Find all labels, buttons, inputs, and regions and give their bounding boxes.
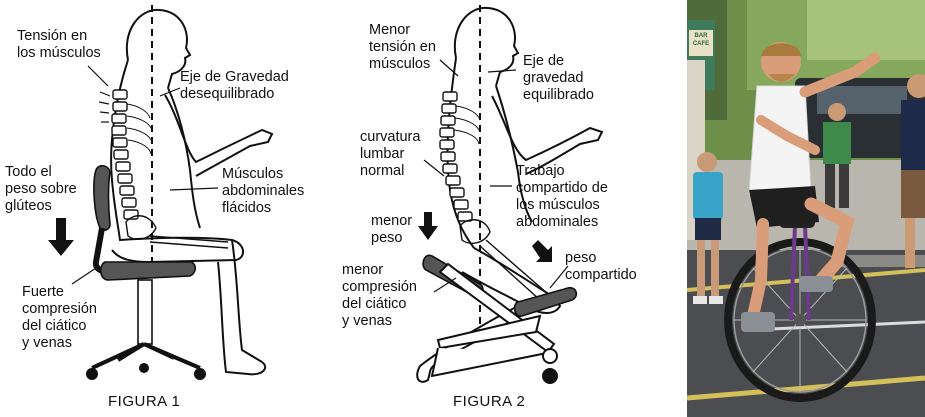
label-shared-weight: peso compartido [565,250,637,284]
label-flaccid-abdominals: Músculos abdominales flácidos [222,166,304,217]
rib-lines [127,104,152,154]
rib-lines [454,106,480,144]
label-gravity-axis-balanced: Eje de gravedad equilibrado [523,53,594,104]
cafe-sign-text: BAR CAFE [690,32,712,48]
spine-drawing [112,90,138,219]
chair-seat [101,262,196,280]
label-shared-abdominal-work: Trabajo compartido de los músculos abdom… [516,163,608,231]
figure-2-caption: FIGURA 2 [453,393,525,410]
unicyclist-photo-drawing [687,0,925,417]
head-outline [455,8,518,86]
spine-drawing [440,92,472,221]
label-less-muscle-tension: Menor tensión en músculos [369,22,436,73]
arm-outline [165,95,272,176]
chair-wheels [86,363,206,380]
less-weight-arrow [418,212,438,240]
pelvis-drawing [126,216,228,248]
chair-column [138,280,152,344]
label-strong-compression: Fuerte compresión del ciático y venas [22,284,97,352]
weight-arrow [48,218,74,256]
label-less-compression: menor compresión del ciático y venas [342,262,417,330]
label-less-weight: menor peso [371,213,412,247]
shared-weight-arrow [532,240,552,262]
figure-2-panel: Menor tensión en músculos Eje de graveda… [340,0,685,417]
figure-1-panel: Tensión en los músculos Eje de Gravedad … [0,0,340,417]
label-normal-lumbar-curve: curvatura lumbar normal [360,129,420,180]
figure-1-caption: FIGURA 1 [108,393,180,410]
kneeling-chair-wheels [542,349,558,384]
chair-backrest [94,166,110,230]
unicyclist-photo: BAR CAFE [687,0,925,417]
label-gravity-axis-unbalanced: Eje de Gravedad desequilibrado [180,69,289,103]
tension-hatch-marks [99,92,110,122]
label-muscle-tension: Tensión en los músculos [17,28,101,62]
label-all-weight-on-buttocks: Todo el peso sobre glúteos [5,164,77,215]
